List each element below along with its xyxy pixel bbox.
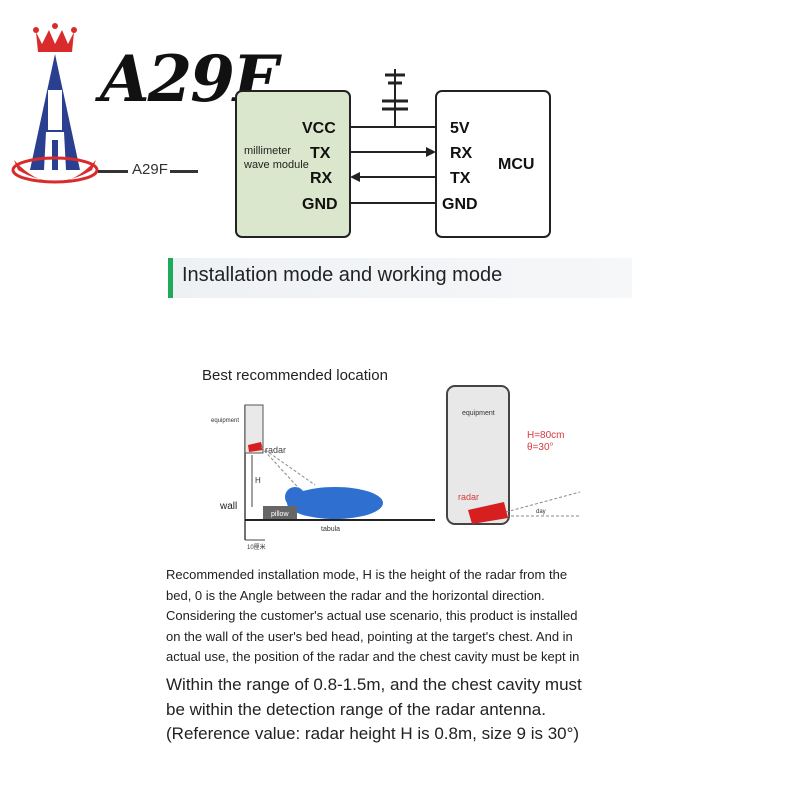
angle-value: θ=30° — [527, 442, 554, 453]
description-line: actual use, the position of the radar an… — [166, 649, 580, 664]
crown-icon — [36, 30, 74, 52]
description-line-large: be within the detection range of the rad… — [166, 699, 546, 719]
height-value: H=80cm — [527, 430, 565, 441]
brand-logo-emblem — [11, 23, 99, 184]
wall-label: wall — [219, 501, 237, 512]
description-small: Recommended installation mode, H is the … — [166, 565, 636, 668]
module-box — [235, 90, 351, 238]
best-location-title: Best recommended location — [202, 367, 388, 384]
module-pin-vcc: VCC — [302, 120, 336, 137]
radar-device-large — [468, 502, 508, 524]
mcu-pin-5v: 5V — [450, 120, 470, 137]
pillow — [263, 506, 297, 520]
module-name-line2: wave module — [243, 159, 309, 171]
radar-label-large: radar — [458, 492, 479, 502]
mcu-pin-gnd: GND — [442, 196, 478, 213]
description-line-large: Within the range of 0.8-1.5m, and the ch… — [166, 675, 582, 694]
equipment-box — [244, 404, 264, 454]
brand-sub-text: A29F — [132, 161, 168, 178]
mcu-label: MCU — [498, 156, 534, 173]
module-pin-rx: RX — [310, 170, 333, 187]
mcu-pin-rx: RX — [450, 145, 473, 162]
arrow-right-icon — [426, 147, 436, 157]
equipment-label: equipment — [211, 418, 239, 424]
equipment-box-large — [446, 385, 510, 525]
height-marker-label: H — [255, 476, 261, 485]
installation-diagram-right: equipment H=80cm θ=30° day radar — [446, 385, 581, 525]
installation-diagram-left: equipment radar H pillow tabula wall 10厘… — [211, 404, 435, 551]
ray-label: day — [536, 509, 546, 515]
equipment-label-large: equipment — [462, 410, 495, 417]
module-name-line1: millimeter — [244, 145, 291, 157]
radar-label: radar — [265, 445, 286, 455]
arrow-left-icon — [350, 172, 360, 182]
person-body — [287, 487, 383, 519]
mcu-pin-tx: TX — [450, 170, 471, 187]
capacitor-icon — [382, 69, 408, 127]
wiring-diagram: millimeter wave module VCC TX RX GND 5V … — [235, 69, 551, 238]
section-heading: Installation mode and working mode — [182, 264, 503, 286]
description-large: Within the range of 0.8-1.5m, and the ch… — [166, 673, 636, 747]
mcu-box — [435, 90, 551, 238]
description-line: Recommended installation mode, H is the … — [166, 567, 568, 582]
brand-line-right — [170, 170, 198, 173]
distance-label: 10厘米 — [247, 543, 266, 551]
pillow-label: pillow — [271, 511, 289, 518]
tabula-label: tabula — [321, 526, 340, 533]
description-line: Considering the customer's actual use sc… — [166, 608, 578, 623]
section-heading-bar — [168, 258, 632, 298]
module-pin-tx: TX — [310, 145, 331, 162]
person-head — [285, 487, 305, 507]
radar-device — [248, 442, 263, 452]
description-line: bed, 0 is the Angle between the radar an… — [166, 587, 545, 603]
description-line: on the wall of the user's bed head, poin… — [166, 628, 573, 644]
description-line-large: (Reference value: radar height H is 0.8m… — [166, 724, 580, 743]
module-pin-gnd: GND — [302, 196, 338, 213]
brand-line-left — [98, 170, 128, 173]
section-heading-accent — [168, 258, 173, 298]
